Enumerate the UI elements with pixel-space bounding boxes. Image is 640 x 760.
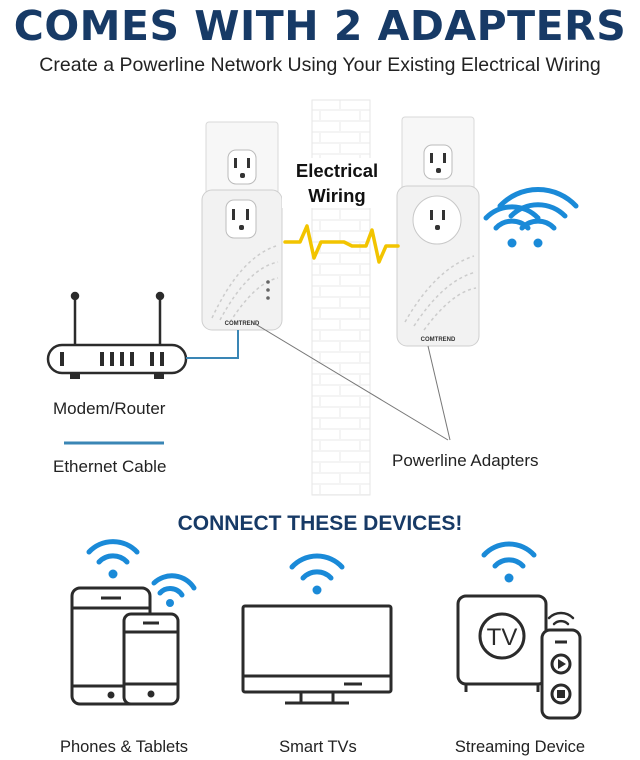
phone-wifi-icon xyxy=(86,539,197,607)
connect-devices-heading: CONNECT THESE DEVICES! xyxy=(177,512,463,535)
electrical-wiring-label: Electrical Wiring xyxy=(282,158,392,208)
tv-wifi-icon xyxy=(289,553,345,595)
powerline-adapters-label: Powerline Adapters xyxy=(392,451,539,470)
left-adapter-brand: COMTREND xyxy=(225,321,260,327)
ethernet-cable-label: Ethernet Cable xyxy=(53,457,167,476)
smart-tvs-label: Smart TVs xyxy=(279,738,357,756)
remote-signal-icon xyxy=(547,611,575,626)
right-adapter-brand: COMTREND xyxy=(421,337,456,343)
page-title: COMES WITH 2 ADAPTERS xyxy=(13,2,627,50)
right-powerline-adapter: COMTREND xyxy=(396,185,480,347)
modem-router-label: Modem/Router xyxy=(53,399,166,418)
streaming-device-label: Streaming Device xyxy=(454,738,586,756)
left-powerline-adapter: COMTREND xyxy=(201,189,283,331)
wiring-label-line2: Wiring xyxy=(308,185,366,206)
streaming-wifi-icon xyxy=(481,541,537,583)
phones-tablets-label: Phones & Tablets xyxy=(59,738,189,756)
tv-badge-text: TV xyxy=(487,624,518,651)
modem-router-icon xyxy=(46,291,188,379)
streaming-box-icon xyxy=(456,594,582,720)
adapter-pointer-lines xyxy=(251,321,451,441)
page-subtitle: Create a Powerline Network Using Your Ex… xyxy=(39,54,601,76)
adapter-wifi-icon xyxy=(483,187,579,248)
wiring-label-line1: Electrical xyxy=(295,160,379,181)
tv-icon xyxy=(241,604,393,705)
ethernet-cable xyxy=(186,330,239,359)
powerline-signal xyxy=(283,224,400,264)
phone-tablet-icon xyxy=(70,586,180,706)
